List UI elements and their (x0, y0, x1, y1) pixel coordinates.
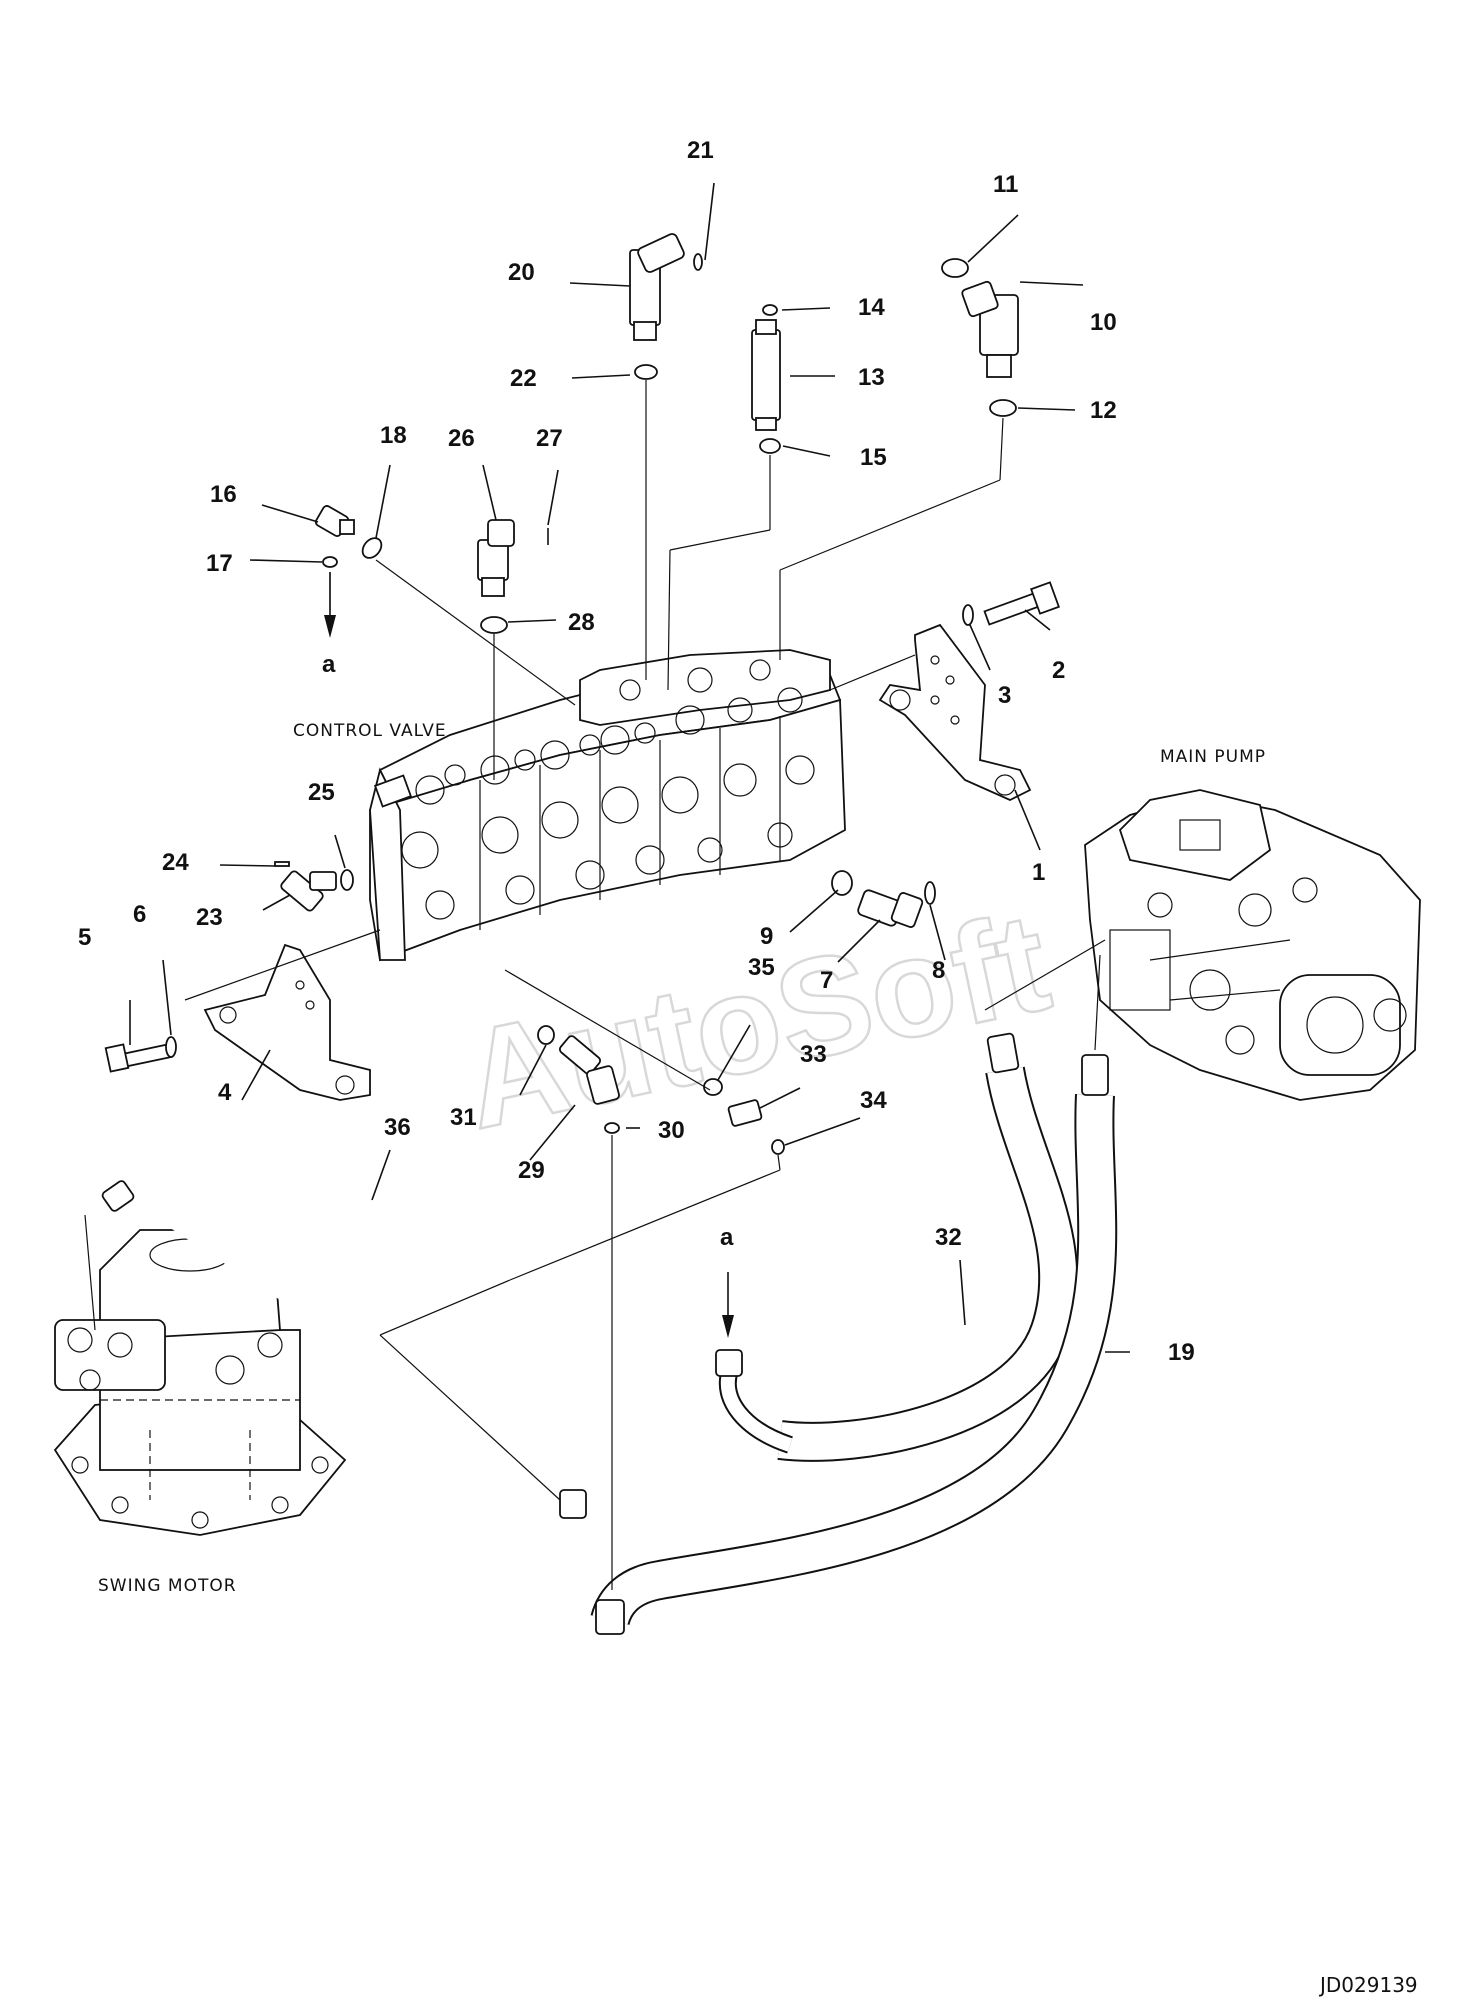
elbow-fitting-7 (857, 889, 924, 928)
callout-14: 14 (858, 294, 885, 321)
o-ring-8 (924, 881, 936, 905)
elbow-fitting-20 (629, 233, 685, 341)
callout-21: 21 (687, 137, 714, 164)
callout-1: 1 (1032, 859, 1045, 886)
o-ring-11 (941, 258, 969, 278)
elbow-fitting-23 (280, 870, 337, 912)
pin-24 (274, 861, 290, 867)
callout-24: 24 (162, 849, 189, 876)
swing-motor-caption: SWING MOTOR (98, 1576, 237, 1596)
o-ring-12 (989, 399, 1017, 417)
callout-36: 36 (384, 1114, 411, 1141)
callout-5: 5 (78, 924, 91, 951)
callout-17: 17 (206, 550, 233, 577)
hose-32 (715, 1032, 1079, 1462)
ref-mark-a-lower: a (720, 1224, 734, 1251)
control-valve-caption: CONTROL VALVE (293, 721, 447, 741)
callout-25: 25 (308, 779, 335, 806)
o-ring-14 (762, 304, 778, 316)
callout-30: 30 (658, 1117, 685, 1144)
callout-33: 33 (800, 1041, 827, 1068)
bracket-4 (203, 943, 371, 1101)
control-valve-block (369, 649, 846, 962)
o-ring-30 (604, 1122, 620, 1134)
callout-18: 18 (380, 422, 407, 449)
callout-15: 15 (860, 444, 887, 471)
callout-27: 27 (536, 425, 563, 452)
leader-lines (84, 182, 1130, 1590)
hose-19 (590, 1054, 1118, 1635)
elbow-fitting-29 (558, 1035, 620, 1105)
elbow-fitting-16 (314, 505, 355, 537)
hose-36 (101, 1152, 594, 1519)
plug-33 (727, 1099, 763, 1127)
callout-10: 10 (1090, 309, 1117, 336)
o-ring-34 (771, 1139, 785, 1155)
bolt-2 (983, 581, 1060, 626)
washer-6 (165, 1036, 177, 1058)
callout-22: 22 (510, 365, 537, 392)
callout-4: 4 (218, 1079, 232, 1106)
o-ring-18 (361, 537, 383, 559)
o-ring-21 (693, 253, 703, 271)
figure-id: JD029139 (1318, 1973, 1418, 1997)
o-ring-22 (634, 364, 658, 380)
callout-8: 8 (932, 957, 945, 984)
callout-12: 12 (1090, 397, 1117, 424)
callout-3: 3 (998, 682, 1011, 709)
elbow-fitting-10 (961, 280, 1019, 378)
elbow-fitting-26 (477, 519, 515, 597)
bolt-5 (104, 1043, 172, 1073)
callout-13: 13 (858, 364, 885, 391)
o-ring-25 (340, 869, 354, 891)
callout-16: 16 (210, 481, 237, 508)
main-pump-caption: MAIN PUMP (1160, 747, 1266, 767)
o-ring-9 (831, 870, 853, 896)
callout-7: 7 (820, 967, 833, 994)
callout-29: 29 (518, 1157, 545, 1184)
callout-6: 6 (133, 901, 146, 928)
callout-2: 2 (1052, 657, 1065, 684)
reference-arrow-lower (722, 1272, 734, 1338)
o-ring-31 (537, 1025, 555, 1045)
o-ring-17 (322, 556, 338, 568)
callout-28: 28 (568, 609, 595, 636)
o-ring-15 (759, 438, 781, 454)
o-ring-28 (480, 616, 508, 634)
ref-mark-a-upper: a (322, 651, 336, 678)
callout-9: 9 (760, 923, 773, 950)
callout-11: 11 (993, 171, 1018, 198)
reference-arrow-upper (324, 572, 336, 638)
washer-3 (962, 604, 974, 626)
main-pump (1084, 789, 1421, 1101)
bracket-1 (878, 623, 1032, 801)
callout-19: 19 (1168, 1339, 1195, 1366)
callout-20: 20 (508, 259, 535, 286)
valve-13 (751, 319, 781, 431)
callout-23: 23 (196, 904, 223, 931)
callout-26: 26 (448, 425, 475, 452)
swing-motor (53, 1229, 347, 1536)
callout-31: 31 (450, 1104, 477, 1131)
o-ring-35 (703, 1078, 723, 1096)
callout-32: 32 (935, 1224, 962, 1251)
callout-35: 35 (748, 954, 775, 981)
callout-34: 34 (860, 1087, 887, 1114)
